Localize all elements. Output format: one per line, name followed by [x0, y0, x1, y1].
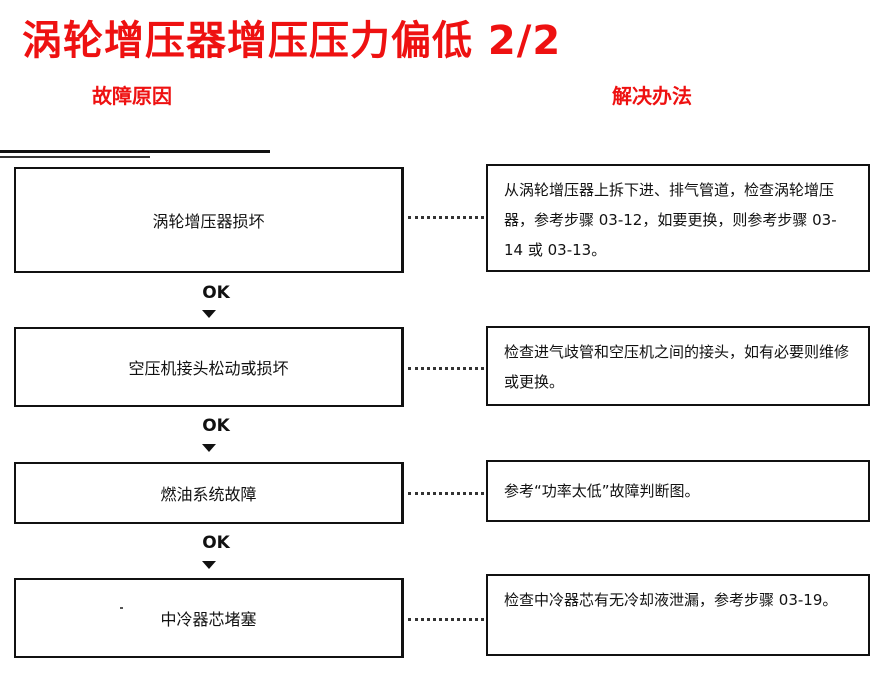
cause-text-3: 燃油系统故障 — [160, 485, 257, 504]
speck — [120, 607, 123, 609]
dotted-connector-1 — [408, 216, 484, 219]
solution-box-3: 参考“功率太低”故障判断图。 — [486, 460, 870, 522]
solution-text-2: 检查进气歧管和空压机之间的接头，如有必要则维修或更换。 — [504, 343, 850, 391]
page-title: 涡轮增压器增压压力偏低 2/2 — [22, 18, 562, 64]
dotted-connector-3 — [408, 492, 484, 495]
down-arrow-icon-2 — [202, 444, 216, 452]
solution-box-2: 检查进气歧管和空压机之间的接头，如有必要则维修或更换。 — [486, 326, 870, 406]
cause-text-4: 中冷器芯堵塞 — [160, 610, 257, 629]
cause-box-4: 中冷器芯堵塞 — [14, 578, 404, 658]
ok-label-2: OK — [202, 416, 230, 436]
cause-box-2: 空压机接头松动或损坏 — [14, 327, 404, 407]
dotted-connector-2 — [408, 367, 484, 370]
down-arrow-icon-1 — [202, 310, 216, 318]
scan-line — [0, 150, 270, 153]
solution-box-1: 从涡轮增压器上拆下进、排气管道，检查涡轮增压器，参考步骤 03-12，如要更换，… — [486, 164, 870, 272]
cause-text-2: 空压机接头松动或损坏 — [128, 359, 289, 378]
cause-text-1: 涡轮增压器损坏 — [152, 212, 265, 231]
cause-box-1: 涡轮增压器损坏 — [14, 167, 404, 273]
solution-box-4: 检查中冷器芯有无冷却液泄漏，参考步骤 03-19。 — [486, 574, 870, 656]
solution-text-3: 参考“功率太低”故障判断图。 — [504, 482, 700, 500]
ok-label-1: OK — [202, 283, 230, 303]
column-heading-cause: 故障原因 — [92, 84, 172, 108]
solution-text-4: 检查中冷器芯有无冷却液泄漏，参考步骤 03-19。 — [504, 591, 838, 609]
scan-line-thin — [0, 156, 150, 158]
cause-box-3: 燃油系统故障 — [14, 462, 404, 524]
column-heading-solution: 解决办法 — [612, 84, 692, 108]
down-arrow-icon-3 — [202, 561, 216, 569]
ok-label-3: OK — [202, 533, 230, 553]
solution-text-1: 从涡轮增压器上拆下进、排气管道，检查涡轮增压器，参考步骤 03-12，如要更换，… — [504, 181, 837, 259]
dotted-connector-4 — [408, 618, 484, 621]
